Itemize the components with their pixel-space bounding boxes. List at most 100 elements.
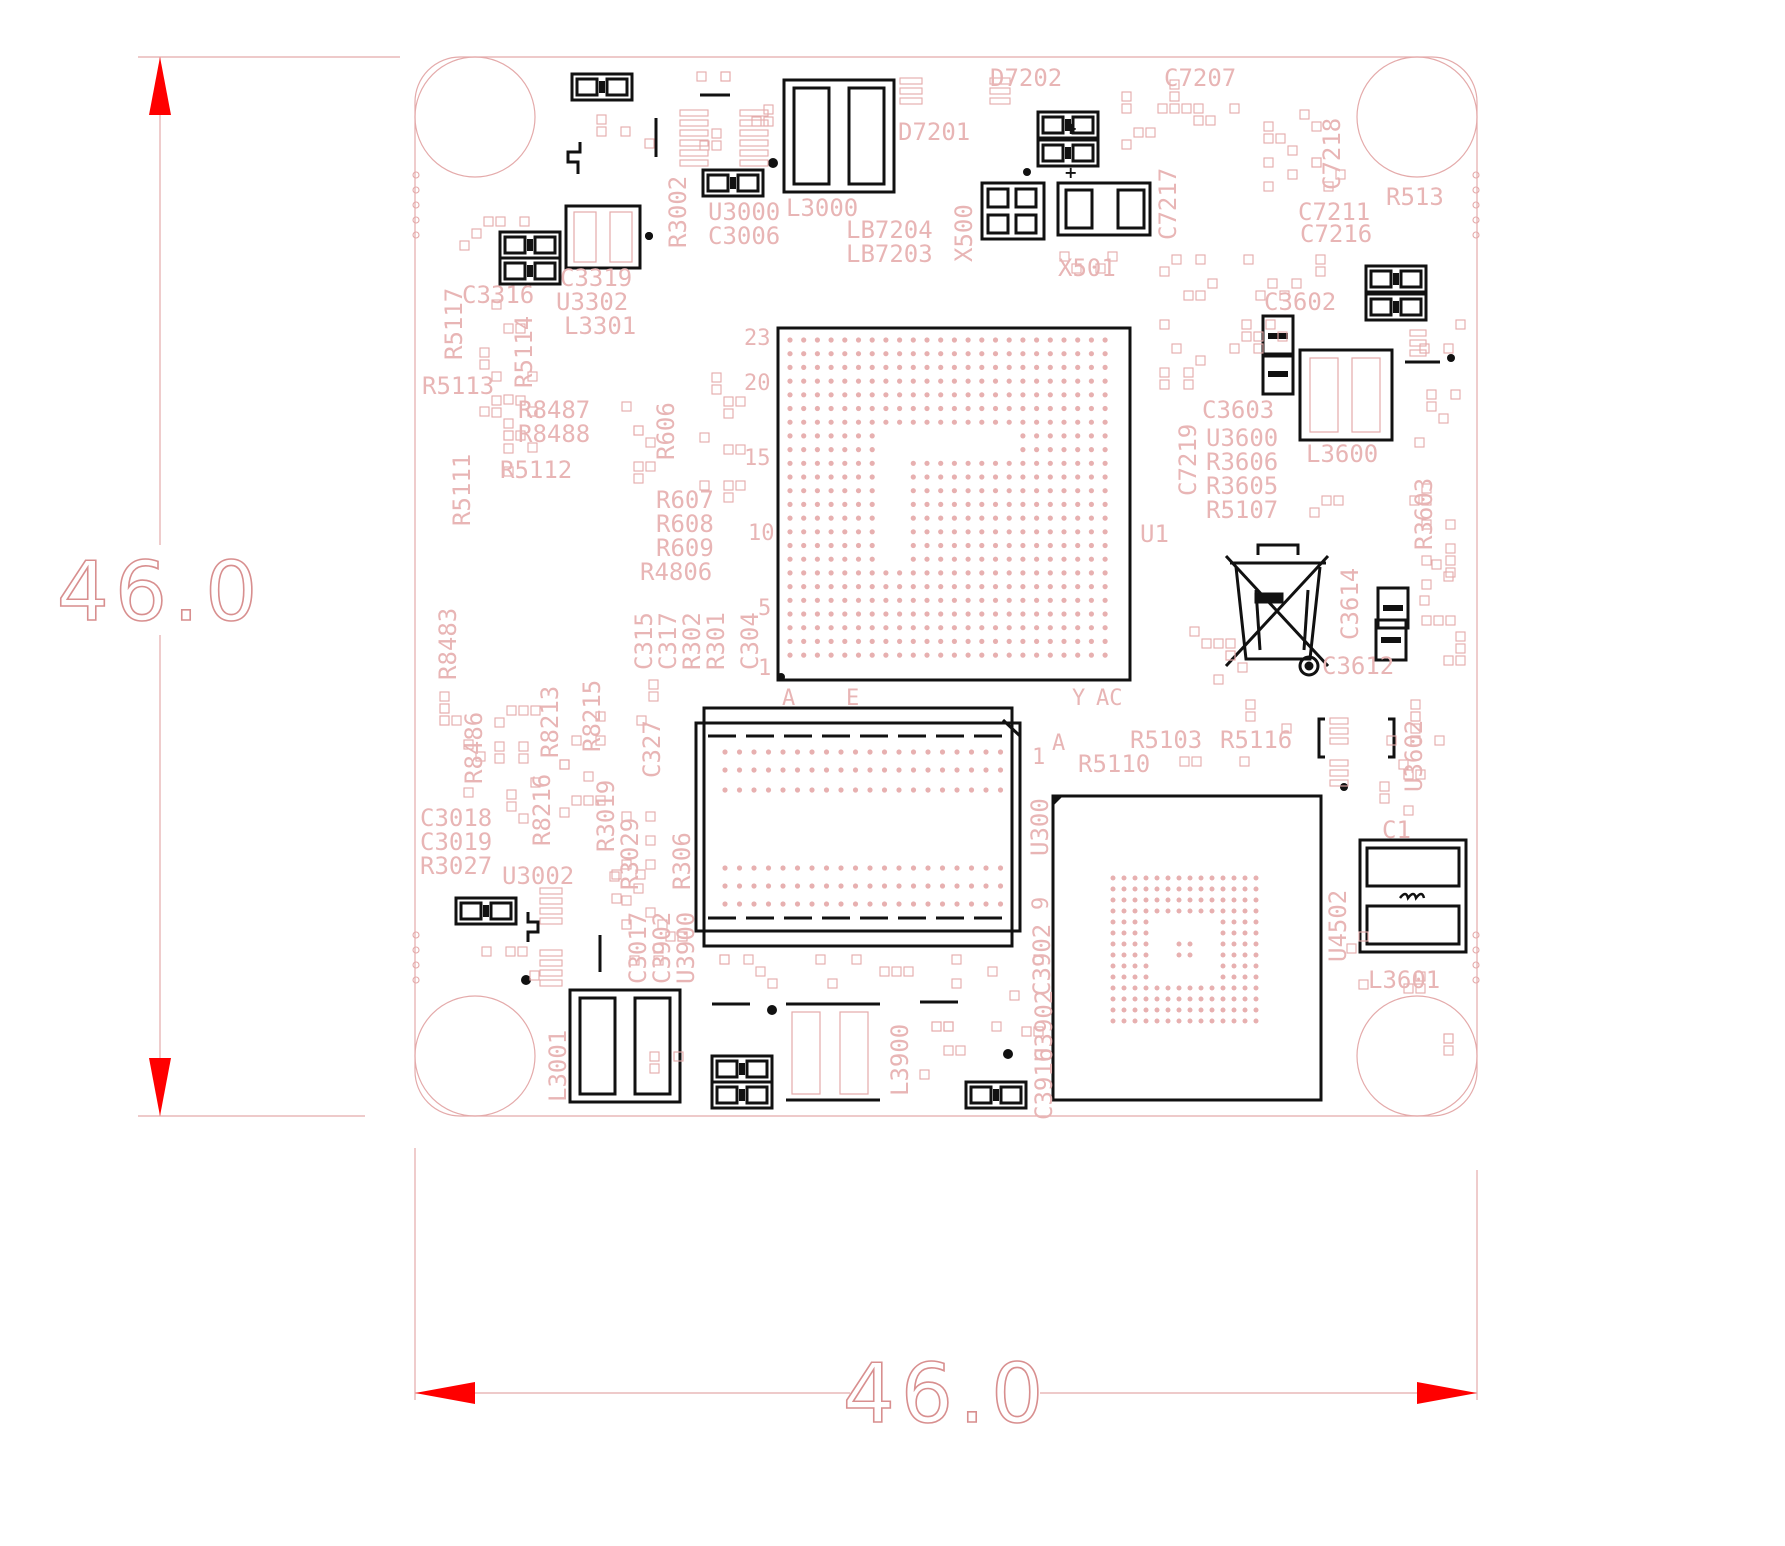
bga-ball <box>1132 1018 1138 1024</box>
passive-pad <box>903 966 914 977</box>
bga-ball <box>910 405 916 412</box>
passive-pad <box>1419 343 1430 354</box>
bga-ball <box>801 351 807 357</box>
bga-ball <box>787 597 793 603</box>
bga-ball <box>1220 952 1226 958</box>
bga-ball <box>883 611 889 617</box>
passive-pad <box>1193 103 1204 114</box>
bga-ball <box>897 652 903 658</box>
passive-component-pads <box>439 71 1466 1080</box>
bga-ball <box>1209 886 1215 892</box>
passive-pad <box>851 954 862 965</box>
bga-ball <box>1143 897 1149 903</box>
u300-ball <box>867 883 873 889</box>
bga-ball <box>1121 941 1127 947</box>
bga-ball <box>814 652 821 658</box>
bga-ball <box>1209 996 1215 1002</box>
edge-via <box>412 976 420 984</box>
capacitor-pair <box>1374 618 1408 662</box>
u300-ball <box>823 787 830 793</box>
capacitor-pair <box>498 230 562 260</box>
bga-ball <box>801 474 807 480</box>
bga-ball <box>855 433 862 439</box>
u300-ball <box>968 749 975 755</box>
passive-pad <box>1263 121 1274 132</box>
bga-ball <box>1034 611 1040 617</box>
u300-ball <box>722 883 728 889</box>
bga-ball <box>924 597 930 603</box>
bga-ball <box>1176 886 1182 892</box>
bga-ball <box>1102 611 1108 617</box>
passive-pad <box>1263 181 1274 192</box>
passive-pad <box>503 443 514 454</box>
designator-label: R4806 <box>640 558 712 586</box>
bga-ball <box>897 351 903 357</box>
bga-ball <box>1253 974 1259 980</box>
bga-ball <box>1132 897 1138 903</box>
passive-pad <box>1159 367 1170 378</box>
designator-label: C3902 <box>1028 924 1056 996</box>
passive-pad <box>559 759 570 770</box>
u300-ball <box>751 749 757 755</box>
inductor-l3601 <box>1358 838 1468 954</box>
edge-via <box>1472 216 1480 224</box>
bga-ball <box>1110 897 1116 903</box>
bga-ball <box>1047 460 1053 466</box>
passive-pad <box>1169 91 1180 102</box>
passive-pad <box>518 741 529 752</box>
bga-ball <box>1143 886 1149 892</box>
passive-pad <box>1241 319 1252 330</box>
passive-pad <box>1315 254 1326 265</box>
bga-ball <box>965 392 971 398</box>
passive-pad <box>1095 263 1106 274</box>
passive-pad <box>657 919 668 930</box>
passive-pad <box>494 753 505 764</box>
bga-ball <box>979 597 985 603</box>
bga-ball <box>938 405 944 412</box>
passive-pad <box>1263 133 1274 144</box>
bga-ball <box>1075 529 1081 535</box>
edge-via <box>412 946 420 954</box>
passive-pad <box>1145 127 1156 138</box>
bga-ball <box>992 419 999 425</box>
bga-row-label: 10 <box>748 521 775 546</box>
u300-ball <box>881 865 888 871</box>
bga-ball <box>828 433 834 439</box>
designator-label: R5111 <box>448 454 476 526</box>
bga-col-label: AC <box>1096 686 1123 711</box>
designator-label: C3603 <box>1202 396 1274 424</box>
passive-pad <box>451 715 462 726</box>
u300-ball <box>823 883 830 889</box>
designator-label: R3603 <box>1410 478 1438 550</box>
bga-ball <box>979 529 985 535</box>
bga-ball <box>897 392 903 398</box>
edge-via <box>412 186 420 194</box>
bga-ball <box>855 515 862 521</box>
passive-pad <box>1321 495 1332 506</box>
passive-pad <box>1207 278 1218 289</box>
bga-ball <box>1075 392 1081 398</box>
passive-pad <box>1410 735 1421 746</box>
resistor-array-pad <box>539 887 563 895</box>
bga-col-label: A <box>782 686 795 711</box>
bga-ball <box>1165 985 1171 991</box>
passive-pad <box>665 931 676 942</box>
passive-pad <box>583 795 594 806</box>
resistor-array-pad <box>989 97 1011 105</box>
bga-ball <box>924 378 930 384</box>
bga-ball <box>855 597 862 603</box>
width-dimension: 46.0 <box>414 1148 1478 1443</box>
passive-pad <box>491 407 502 418</box>
passive-pad <box>648 679 659 690</box>
passive-pad <box>1445 615 1456 626</box>
bga-ball <box>938 337 944 343</box>
passive-pad <box>515 430 526 441</box>
width-arrow-left <box>415 1382 475 1404</box>
passive-pad <box>1426 401 1437 412</box>
passive-pad <box>515 395 526 406</box>
passive-pad <box>463 739 474 750</box>
designator-label: C327 <box>638 720 666 778</box>
bga-ball <box>1187 875 1193 881</box>
u300-ball <box>823 749 830 755</box>
